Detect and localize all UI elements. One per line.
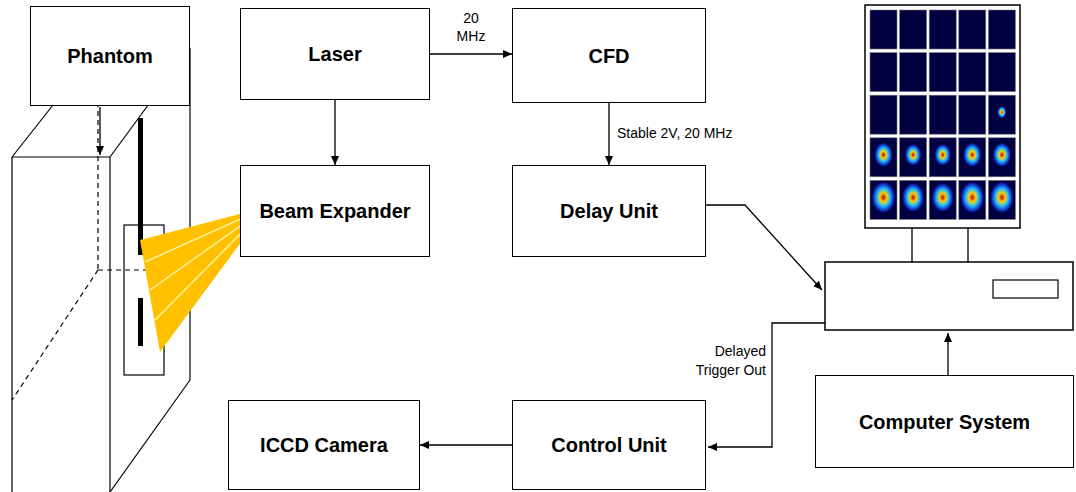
signal-wire — [706, 205, 822, 290]
process-box: Computer System — [815, 375, 1074, 468]
signal-label: Delayed Trigger Out — [668, 342, 766, 380]
monitor-stand — [911, 228, 912, 262]
process-box: Laser — [240, 8, 430, 100]
box-label: Control Unit — [551, 432, 667, 458]
signal-label: Stable 2V, 20 MHz — [617, 124, 767, 142]
process-box: Delay Unit — [512, 165, 706, 257]
process-box: CFD — [512, 8, 706, 103]
target-rod — [138, 118, 143, 255]
box-label: Laser — [308, 41, 361, 67]
connector — [420, 444, 512, 445]
process-box: ICCD Camera — [228, 400, 420, 490]
target-rod — [138, 298, 143, 346]
box-label: CFD — [588, 43, 629, 69]
box-label: Phantom — [67, 43, 153, 69]
system-wire — [947, 333, 948, 375]
phantom-arrow — [99, 107, 100, 155]
monitor — [865, 5, 1020, 228]
monitor-stand — [967, 228, 968, 262]
box-label: ICCD Camera — [260, 432, 388, 458]
box-label: Computer System — [859, 409, 1030, 435]
connector — [334, 100, 335, 165]
connector — [608, 103, 609, 165]
box-label: Delay Unit — [560, 198, 658, 224]
process-box: Beam Expander — [240, 165, 430, 257]
process-box: Phantom — [30, 6, 190, 106]
drive-slot — [993, 280, 1058, 298]
box-label: Beam Expander — [259, 198, 410, 224]
monitor-screen — [870, 10, 1015, 219]
connector — [430, 53, 512, 54]
computer-tower — [825, 262, 1073, 330]
signal-label: 20 MHz — [451, 9, 491, 45]
process-box: Control Unit — [512, 400, 706, 490]
